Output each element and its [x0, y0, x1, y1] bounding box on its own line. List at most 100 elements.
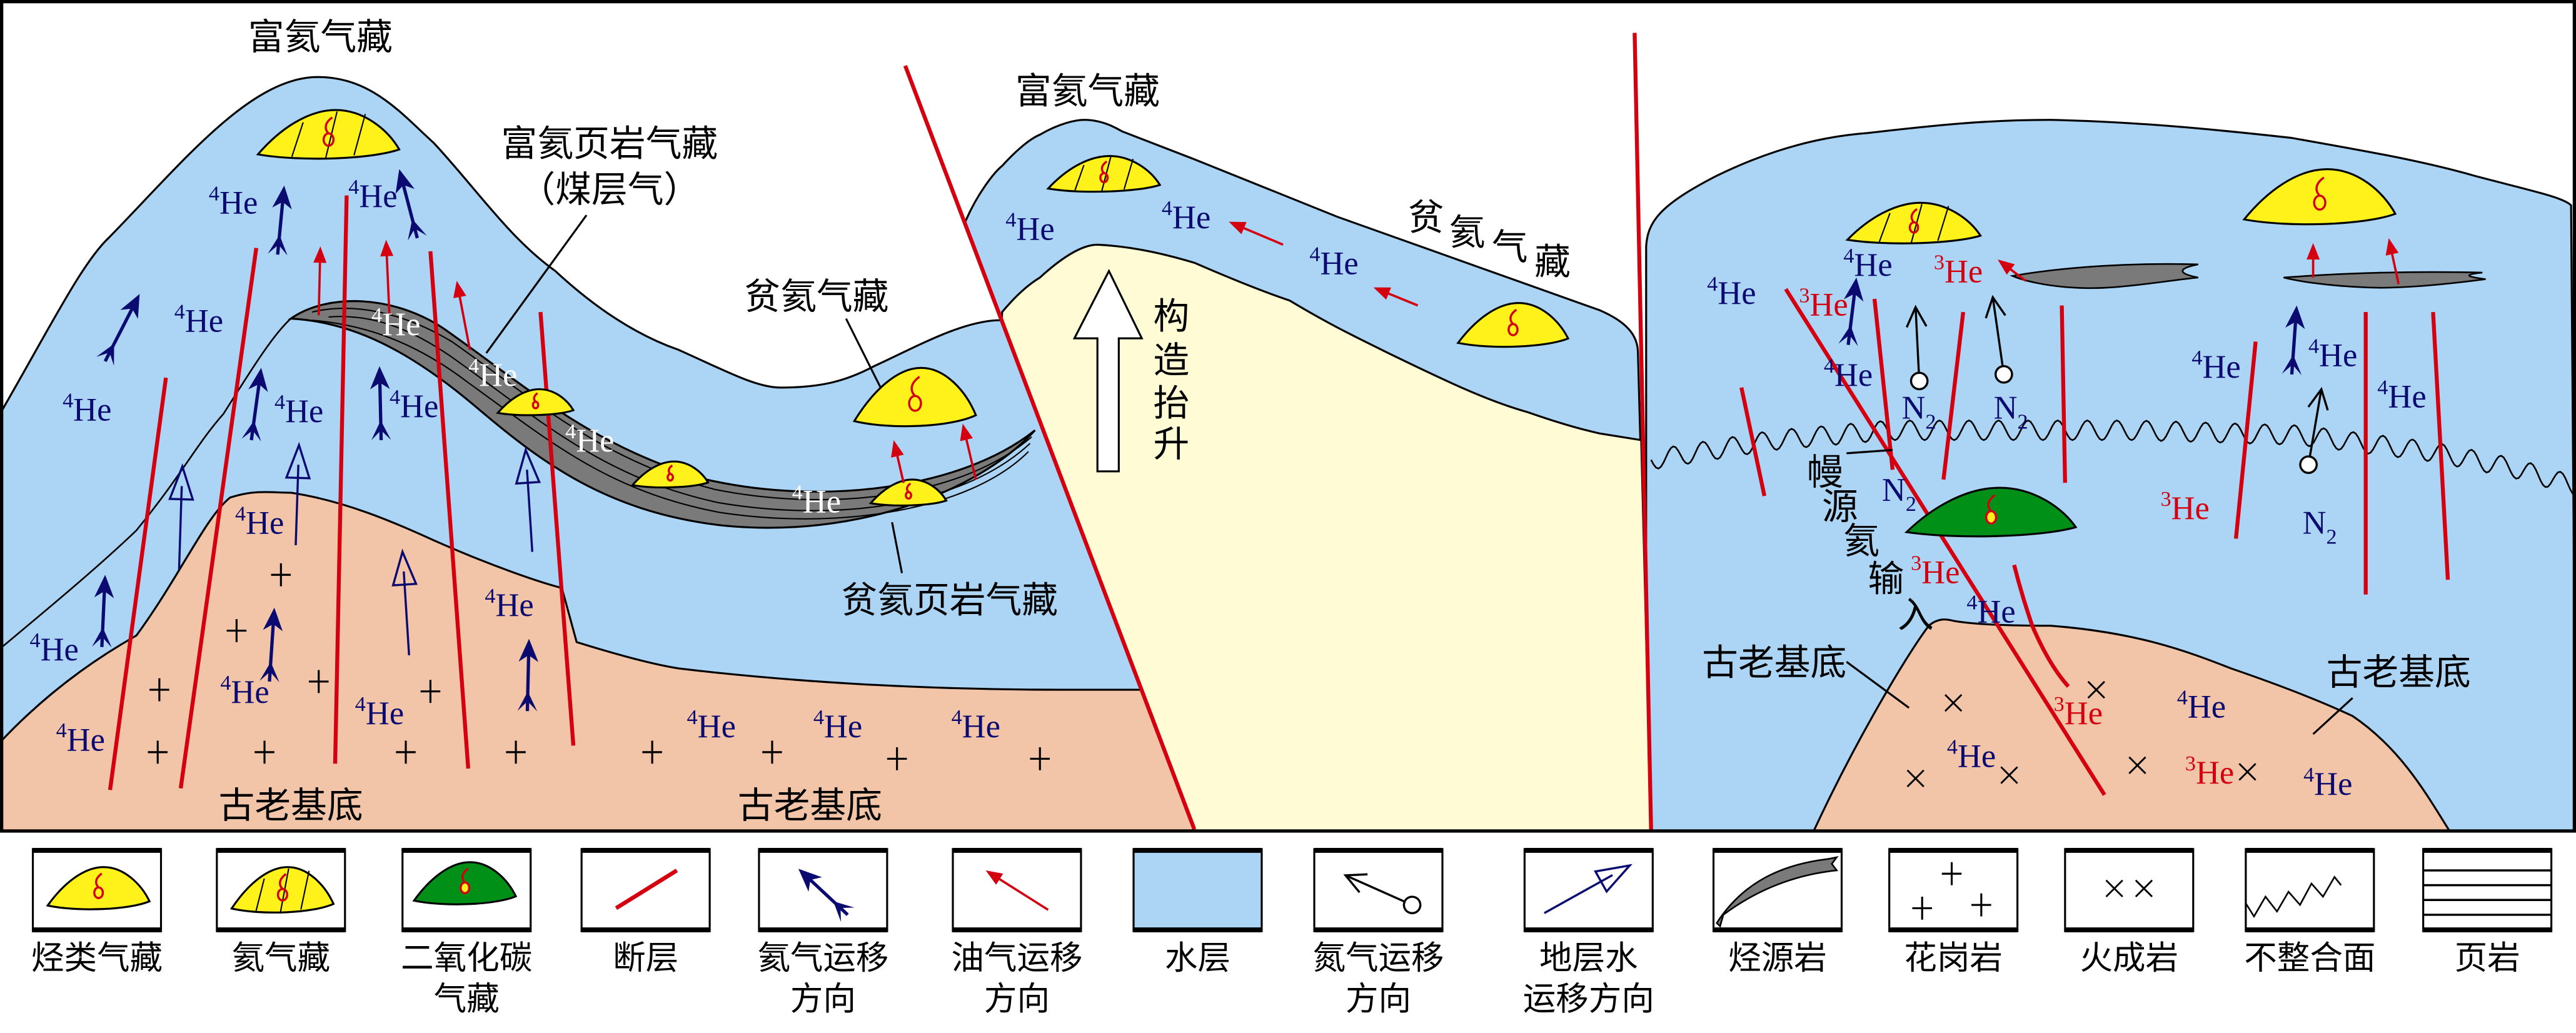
legend-label: 水层 — [1165, 940, 1230, 977]
arrow-head — [2307, 243, 2320, 260]
gas-symbol-icon — [910, 376, 920, 397]
legend-swatch — [1712, 848, 1843, 933]
fault-line — [2431, 311, 2450, 580]
arrow-head — [891, 440, 904, 458]
gas-symbol-icon — [2315, 176, 2325, 197]
nitrogen-migration-arrow-icon — [1343, 873, 1422, 915]
arrow-shaft — [458, 293, 471, 350]
element-symbol: He — [1718, 275, 1756, 311]
helium-stripe — [1074, 164, 1085, 191]
element-symbol: He — [366, 695, 404, 732]
igneous-x-icon — [2087, 680, 2105, 699]
element-symbol: He — [1978, 593, 2016, 630]
labels: 富氦气藏富氦气藏富氦页岩气藏（煤层气）贫氦气藏贫氦页岩气藏古老基底古老基底古老基… — [218, 18, 2470, 826]
gas-symbol-icon — [460, 881, 471, 895]
co2-gas-reservoir — [1904, 486, 2078, 538]
legend-label: 烃类气藏 — [31, 940, 163, 977]
unconformity-surface — [1650, 419, 2576, 496]
helium-migration-arrow-icon — [370, 366, 391, 441]
helium-3-label: 3He — [2054, 693, 2103, 732]
source-rock-icon — [1716, 856, 1839, 928]
arrow-shaft — [385, 253, 391, 314]
arrow-head — [985, 870, 1004, 885]
nitrogen-label: N2 — [1901, 390, 1936, 434]
legend-label: 方向 — [1346, 981, 1411, 1017]
arrow-head — [272, 185, 292, 209]
source-rock-body — [1716, 856, 1839, 928]
gas-symbol-icon — [276, 887, 289, 902]
label-ancient-basement: 古老基底 — [2327, 653, 2471, 693]
formation-water-migration-arrow-icon — [515, 446, 541, 552]
igneous-x-icon — [2000, 766, 2018, 784]
arrow-tail — [371, 420, 391, 441]
element-symbol: N — [1901, 390, 1925, 426]
element-symbol: He — [400, 388, 438, 425]
oil-gas-migration-arrow-icon — [453, 281, 471, 350]
subscript: 2 — [2327, 525, 2337, 548]
igneous-x-icon — [2105, 879, 2123, 898]
helium-poor-gas-reservoir — [852, 366, 977, 428]
label-coalbed-gas: （煤层气） — [519, 170, 700, 210]
arrow-head — [120, 294, 140, 320]
arrow-head — [248, 368, 268, 392]
element-symbol: He — [382, 306, 420, 343]
isotope-mass-number: 3 — [1799, 284, 1809, 307]
element-symbol: He — [1921, 554, 1960, 590]
element-symbol: He — [1172, 199, 1210, 236]
arrow-shaft — [249, 382, 261, 441]
arrow-tail — [1838, 325, 1858, 346]
fault-line — [903, 64, 1197, 830]
x-stroke — [1944, 693, 1963, 712]
helium-migration-arrow-icon — [395, 169, 427, 241]
label-ancient-basement: 古老基底 — [1702, 643, 1846, 683]
isotope-mass-number: 4 — [1824, 355, 1834, 378]
nitrogen-migration-arrow-icon — [2299, 386, 2329, 474]
zigzag-line — [2245, 875, 2342, 919]
arrow-shaft — [1240, 226, 1284, 246]
helium-stripe — [1878, 213, 1891, 243]
legend-label: 火成岩 — [2080, 940, 2179, 977]
legend-item: 氦气藏 — [216, 848, 346, 977]
arrow-tail-circle — [1994, 365, 2013, 384]
formation-water-migration-arrow-icon — [168, 463, 194, 570]
shale-lamina — [312, 320, 1029, 520]
legend-label: 气藏 — [434, 981, 500, 1017]
arrow-shaft — [317, 259, 321, 316]
isotope-mass-number: 4 — [2191, 346, 2202, 370]
helium-stripe — [353, 113, 366, 156]
helium-migration-arrow-icon — [517, 638, 538, 712]
helium-4-label: 4He — [1843, 244, 1892, 283]
helium-4-label: 4He — [952, 706, 1000, 745]
helium-4-label: 4He — [355, 693, 404, 732]
isotope-mass-number: 4 — [390, 386, 400, 409]
arrow-head — [380, 239, 394, 257]
subscript: 2 — [1906, 493, 1916, 516]
label-poor-helium-shale-gas-reservoir: 贫氦页岩气藏 — [841, 581, 1058, 621]
element-symbol: He — [962, 708, 1000, 745]
helium-stripe — [255, 878, 265, 911]
arrow-head — [2385, 238, 2399, 256]
arrow-shaft — [1345, 874, 1406, 903]
element-symbol: He — [219, 184, 258, 221]
formation-water-migration-arrow-icon — [1544, 864, 1633, 914]
helium-4-label: 4He — [209, 182, 258, 221]
fault-line — [108, 377, 168, 790]
isotope-mass-number: 3 — [2185, 752, 2196, 775]
formation-water-migration-arrow-icon — [391, 548, 418, 656]
nitrogen-migration-arrow-icon — [1343, 873, 1422, 915]
arrow-head — [370, 366, 390, 390]
granite-cross-icon — [148, 740, 168, 764]
helium-4-label: 4He — [2303, 763, 2352, 802]
legend-item: 花岗岩 — [1888, 848, 2019, 977]
fault-line — [538, 311, 576, 746]
legend-swatch — [401, 848, 532, 933]
oil-gas-migration-arrow-icon — [960, 423, 977, 480]
nitrogen-migration-arrow-icon — [1905, 305, 1929, 391]
fault-line — [2233, 341, 2258, 539]
helium-4-label: 4He — [687, 706, 736, 745]
x-stroke — [2135, 879, 2153, 898]
element-symbol: He — [1016, 211, 1054, 247]
arrow-shaft — [964, 436, 977, 480]
